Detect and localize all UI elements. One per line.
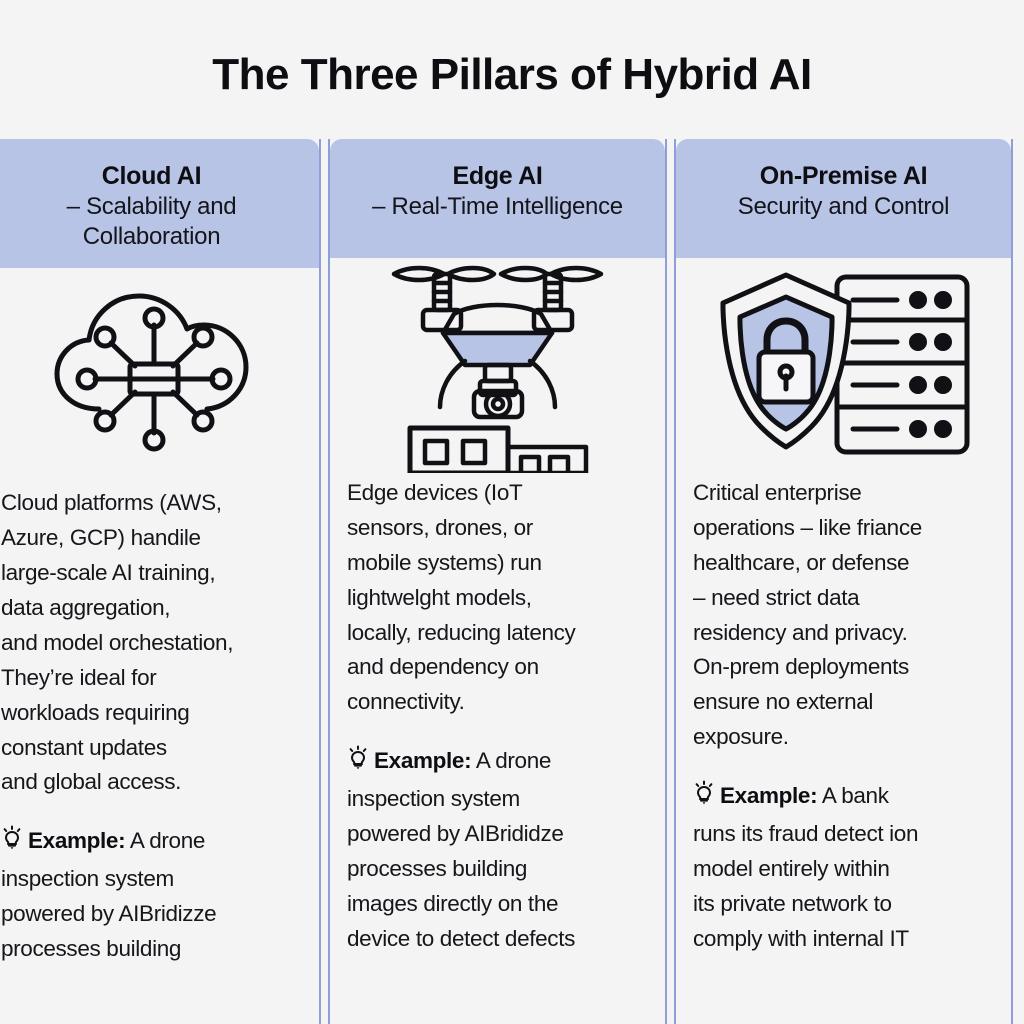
- example-label: Example:: [374, 748, 472, 774]
- cloud-network-icon: [37, 277, 267, 482]
- body-text: Cloud platforms (AWS, Azure, GCP) handil…: [1, 490, 234, 795]
- page-title: The Three Pillars of Hybrid AI: [212, 50, 812, 99]
- shield-lock-server-icon: [711, 267, 977, 472]
- example-label: Example:: [720, 783, 818, 808]
- body-text: Critical enterprise operations – like fr…: [693, 480, 922, 750]
- example-block: Example: A drone inspection system power…: [347, 744, 648, 956]
- column-header-on-premise-ai: On-Premise AI Security and Control: [676, 139, 1011, 258]
- lightbulb-icon: [1, 825, 23, 862]
- lightbulb-icon: [693, 780, 715, 817]
- example-block: Example: A bank runs its fraud detect io…: [693, 779, 994, 956]
- pillar-column-cloud-ai: Cloud AI – Scalability and Collaboration: [0, 139, 321, 1024]
- pillar-column-on-premise-ai: On-Premise AI Security and Control: [674, 139, 1013, 1024]
- column-body-cloud-ai: Cloud platforms (AWS, Azure, GCP) handil…: [0, 486, 319, 966]
- pillar-columns: Cloud AI – Scalability and Collaboration: [0, 139, 1024, 1024]
- example-text: A bank runs its fraud detect ion model e…: [693, 783, 919, 951]
- example-block: Example: A drone inspection system power…: [1, 824, 302, 967]
- column-subtitle: – Real-Time Intelligence: [372, 193, 623, 220]
- column-header-edge-ai: Edge AI – Real-Time Intelligence: [330, 139, 665, 258]
- column-subtitle: Security and Control: [737, 193, 950, 220]
- column-title: On-Premise AI: [759, 162, 928, 190]
- body-text: Edge devices (IoT sensors, drones, or mo…: [347, 480, 576, 715]
- pillar-column-edge-ai: Edge AI – Real-Time Intelligence: [328, 139, 667, 1024]
- column-header-cloud-ai: Cloud AI – Scalability and Collaboration: [0, 139, 319, 269]
- example-label: Example:: [28, 828, 126, 854]
- icon-area-drone: [330, 258, 665, 478]
- example-text: A drone inspection system powered by AIB…: [1, 828, 217, 961]
- column-title: Edge AI: [452, 162, 543, 190]
- column-body-edge-ai: Edge devices (IoT sensors, drones, or mo…: [330, 476, 665, 956]
- drone-building-icon: [390, 261, 605, 478]
- icon-area-cloud: [0, 268, 319, 486]
- icon-area-shield-server: [676, 258, 1011, 476]
- column-subtitle: – Scalability and Collaboration: [66, 193, 237, 251]
- lightbulb-icon: [347, 745, 369, 782]
- column-body-on-premise-ai: Critical enterprise operations – like fr…: [676, 476, 1011, 956]
- column-title: Cloud AI: [101, 162, 202, 190]
- example-text: A drone inspection system powered by AIB…: [347, 748, 575, 951]
